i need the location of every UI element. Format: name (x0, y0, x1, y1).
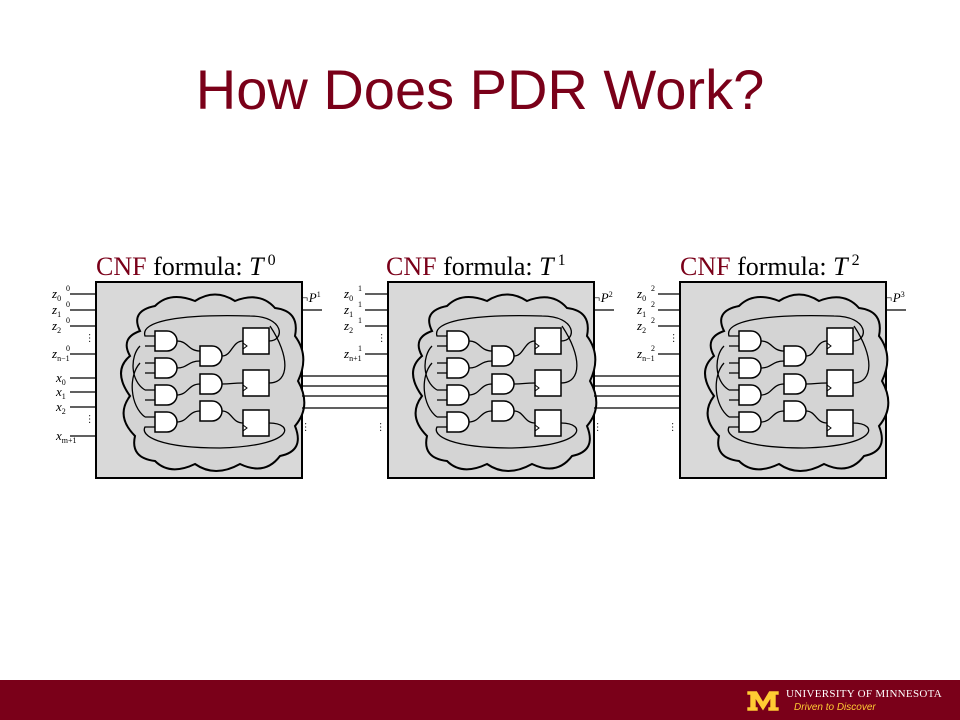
state-var-label: z2 (636, 318, 646, 335)
input-var-label: xm+1 (55, 428, 77, 445)
state-var-label: zn−1 (636, 346, 655, 363)
state-var-label: z0 (343, 286, 353, 303)
bus-ellipses: … … … … … … … … (86, 333, 681, 432)
block-m-icon (746, 690, 780, 712)
state-var-label: z1 (51, 302, 61, 319)
state-var-label: zn−1 (51, 346, 70, 363)
state-var-superscript: 0 (66, 344, 70, 353)
state-var-superscript: 1 (358, 300, 362, 309)
state-var-superscript: 2 (651, 284, 655, 293)
university-tagline: Driven to Discover (794, 702, 876, 713)
state-var-label: zn+1 (343, 346, 362, 363)
svg-text:…: … (670, 333, 681, 343)
frame-0-input-lines (70, 293, 96, 437)
state-var-label: z1 (343, 302, 353, 319)
circuit (120, 293, 306, 472)
circuit (704, 293, 890, 472)
svg-text:…: … (302, 422, 313, 432)
svg-text:…: … (86, 414, 97, 424)
circuit (412, 293, 598, 472)
frame-0-output-label: ¬P1 (300, 290, 321, 305)
bus-1-2 (594, 375, 680, 409)
state-var-superscript: 2 (651, 300, 655, 309)
state-var-superscript: 0 (66, 284, 70, 293)
input-var-label: x0 (55, 370, 66, 387)
state-var-superscript: 1 (358, 344, 362, 353)
svg-text:…: … (86, 333, 97, 343)
svg-text:…: … (378, 333, 389, 343)
input-var-label: x1 (55, 384, 66, 401)
frame-2-output-label: ¬P3 (884, 290, 905, 305)
frame-2 (679, 281, 890, 479)
state-var-label: z2 (51, 318, 61, 335)
footer-bar: UNIVERSITY OF MINNESOTA Driven to Discov… (0, 680, 960, 720)
frame-1-output-label: ¬P2 (592, 290, 613, 305)
slide-title: How Does PDR Work? (195, 58, 765, 121)
frame-0 (95, 281, 306, 479)
frame-1 (387, 281, 598, 479)
frame-1-input-lines (365, 293, 388, 355)
state-var-superscript: 1 (358, 284, 362, 293)
bus-0-1 (302, 375, 388, 409)
state-var-superscript: 2 (651, 344, 655, 353)
state-var-label: z0 (636, 286, 646, 303)
svg-text:…: … (594, 422, 605, 432)
state-var-superscript: 0 (66, 316, 70, 325)
svg-text:…: … (669, 422, 680, 432)
state-var-superscript: 2 (651, 316, 655, 325)
university-logo: UNIVERSITY OF MINNESOTA Driven to Discov… (746, 687, 942, 715)
frame-2-input-lines (658, 293, 680, 355)
state-var-label: z0 (51, 286, 61, 303)
state-var-superscript: 0 (66, 300, 70, 309)
input-var-label: x2 (55, 399, 66, 416)
state-var-label: z2 (343, 318, 353, 335)
university-name: UNIVERSITY OF MINNESOTA (786, 688, 942, 700)
svg-text:…: … (377, 422, 388, 432)
state-var-label: z1 (636, 302, 646, 319)
state-var-superscript: 1 (358, 316, 362, 325)
